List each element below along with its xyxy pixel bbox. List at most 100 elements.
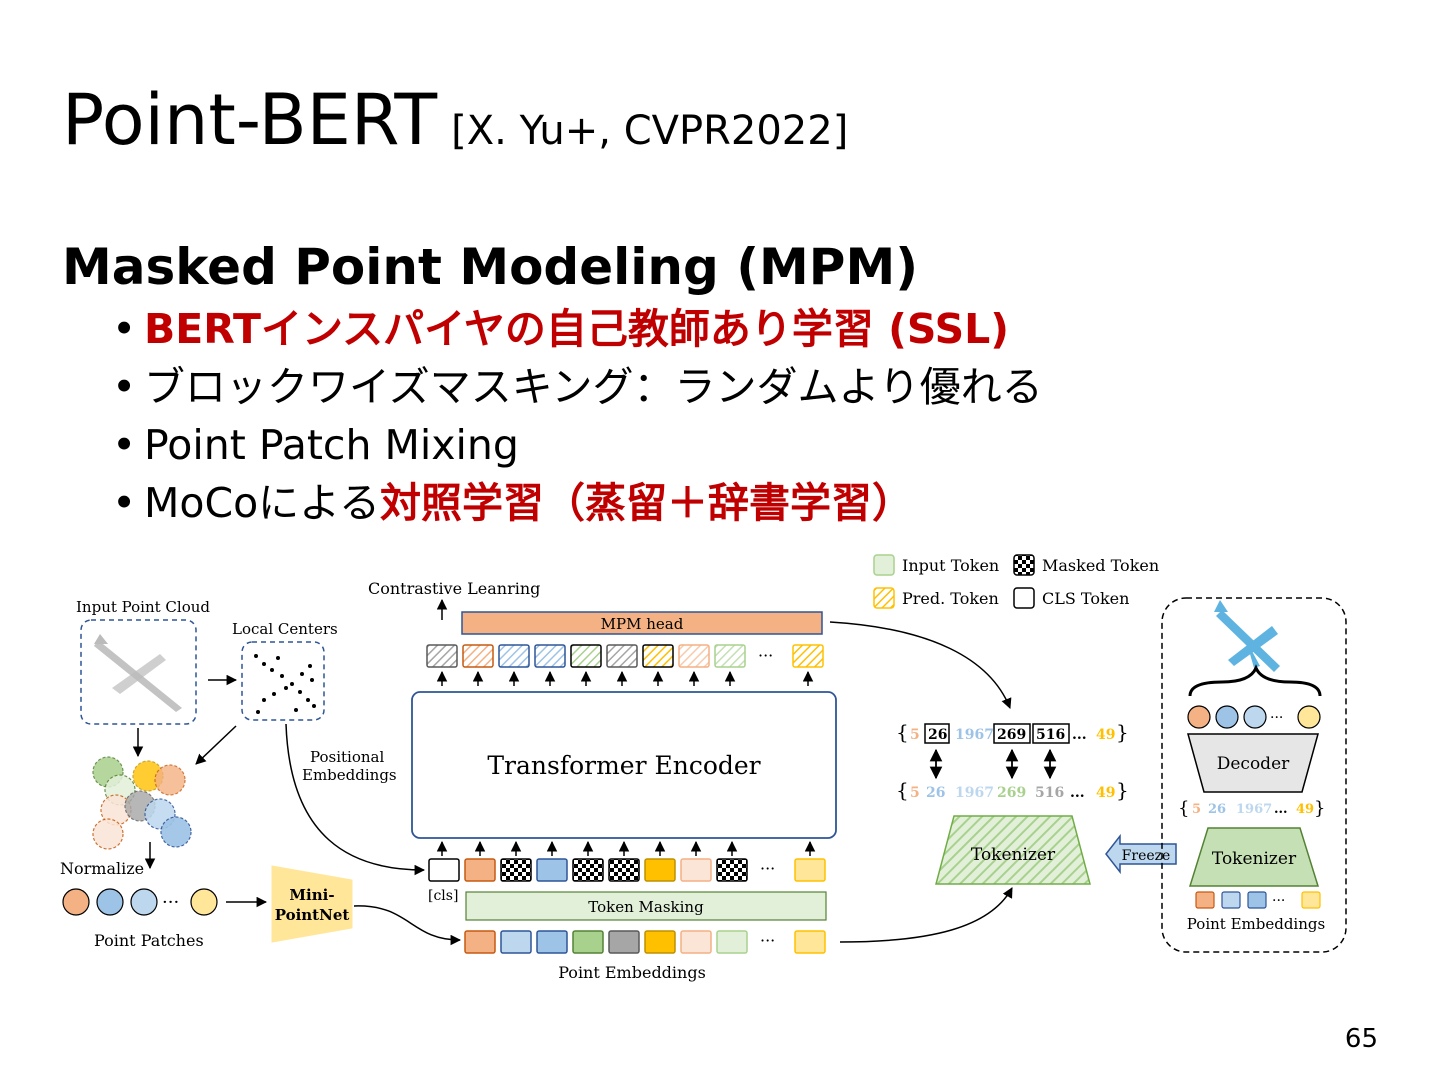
seq-bot-6: 49 (1096, 785, 1115, 801)
seq-top-5: ... (1072, 727, 1087, 743)
ellipsis-pred: ··· (758, 646, 773, 665)
ellipsis-patches: ··· (162, 892, 179, 913)
seq-right-1: 26 (1208, 802, 1226, 817)
cls-token (428, 858, 460, 882)
slide-title: Point-BERT [X. Yu+, CVPR2022] (62, 78, 848, 173)
legend-input-token: Input Token (902, 556, 999, 575)
svg-text:}: } (1116, 778, 1129, 802)
label-mini-pointnet-1: Mini- (289, 886, 334, 904)
seq-right-4: 49 (1296, 802, 1314, 817)
predicted-tokens: ··· (426, 644, 824, 668)
transformer-encoder (411, 691, 837, 839)
label-input-point-cloud: Input Point Cloud (76, 598, 210, 616)
seq-bot-4: 516 (1035, 785, 1064, 801)
freeze-arrow-icon (1105, 833, 1177, 875)
title-citation: [X. Yu+, CVPR2022] (451, 108, 849, 154)
seq-top-0: 5 (910, 727, 920, 743)
label-freeze: Freeze (1122, 848, 1171, 864)
label-point-embeddings: Point Embeddings (558, 963, 706, 982)
ellipsis-decoder: ··· (1270, 710, 1283, 726)
seq-right-0: 5 (1192, 802, 1201, 817)
label-positional-1: Positional (310, 748, 384, 766)
page-number: 65 (1344, 1024, 1378, 1054)
label-token-masking: Token Masking (588, 898, 704, 916)
input-point-cloud-box (80, 619, 197, 725)
bullet-text: ブロックワイズマスキング：ランダムより優れる (144, 363, 1043, 411)
title-text: Point-BERT (62, 79, 438, 161)
seq-top-1: 26 (928, 727, 947, 743)
seq-bot-1: 26 (926, 785, 945, 801)
label-mpm-head: MPM head (601, 615, 684, 633)
label-transformer-encoder: Transformer Encoder (487, 751, 760, 780)
bullet-item: Point Patch Mixing (112, 416, 1043, 474)
legend-pred-token: Pred. Token (902, 589, 999, 608)
label-positional-2: Embeddings (302, 766, 397, 784)
token-masking-bar (465, 891, 827, 921)
up-arrows-top (436, 670, 814, 686)
bullet-list: BERTインスパイヤの自己教師あり学習 (SSL) ブロックワイズマスキング：ラ… (112, 300, 1043, 532)
token-sequence-right: { 5 26 1967 ... 49 } (1178, 798, 1325, 819)
seq-right-2: 1967 (1236, 802, 1272, 817)
legend-cls-token: CLS Token (1042, 589, 1129, 608)
label-cls: [cls] (428, 888, 458, 904)
brace-icon (1188, 664, 1322, 697)
architecture-diagram: Input Token Masked Token Pred. Token CLS… (60, 554, 1347, 982)
svg-text:}: } (1314, 798, 1325, 819)
seq-top-6: 49 (1096, 727, 1115, 743)
input-tokens: ··· (428, 858, 826, 882)
bullet-text: BERTインスパイヤの自己教師あり学習 (SSL) (144, 305, 1009, 353)
label-decoder: Decoder (1217, 754, 1290, 774)
section-heading: Masked Point Modeling (MPM) (62, 238, 919, 296)
token-seq-links (929, 748, 1057, 780)
point-embeddings: ··· (464, 930, 826, 954)
bullet-emphasis: 対照学習（蒸留＋辞書学習） (379, 479, 913, 527)
ellipsis-input: ··· (760, 859, 775, 878)
seq-top-2: 1967 (955, 727, 994, 743)
local-centers-box (241, 641, 325, 721)
tokenizer-right-block (1188, 827, 1320, 887)
token-sequence-bottom: { 5 26 1967 269 516 ... 49 } (896, 778, 1129, 802)
token-sequence-top: { 5 26 1967 269 516 ... 49 } (896, 720, 1129, 744)
legend: Input Token Masked Token Pred. Token CLS… (873, 554, 1159, 609)
bullet-text: Point Patch Mixing (144, 421, 519, 469)
svg-text:{: { (1178, 798, 1189, 819)
seq-bot-5: ... (1070, 785, 1085, 801)
legend-masked-token: Masked Token (1042, 556, 1159, 575)
bullet-item: ブロックワイズマスキング：ランダムより優れる (112, 358, 1043, 416)
seq-right-3: ... (1274, 802, 1288, 817)
tokenizer-pretrain-panel (1161, 597, 1347, 953)
up-arrows-bottom (436, 840, 816, 856)
local-centers-points (254, 654, 316, 714)
airplane-pointcloud-icon (94, 634, 182, 712)
bullet-item: MoCoによる対照学習（蒸留＋辞書学習） (112, 474, 1043, 532)
mini-pointnet-block (271, 865, 353, 943)
label-local-centers: Local Centers (232, 620, 338, 638)
seq-bot-3: 269 (997, 785, 1026, 801)
bullet-text: MoCoによる (144, 479, 380, 527)
bullet-item: BERTインスパイヤの自己教師あり学習 (SSL) (112, 300, 1043, 358)
svg-text:}: } (1116, 720, 1129, 744)
ellipsis-embeddings: ··· (760, 931, 775, 950)
svg-text:{: { (896, 778, 909, 802)
point-embeddings-right: ··· (1195, 891, 1321, 909)
airplane-blue-icon (1214, 600, 1280, 672)
seq-top-3: 269 (997, 727, 1026, 743)
ellipsis-right-emb: ··· (1272, 893, 1285, 909)
label-mini-pointnet-2: PointNet (275, 906, 350, 924)
tokenizer-block (935, 815, 1091, 885)
mpm-head (461, 611, 823, 635)
seq-bot-2: 1967 (955, 785, 994, 801)
decoder-outputs: ··· (1187, 705, 1321, 729)
seq-top-4: 516 (1036, 727, 1065, 743)
label-contrastive-learning: Contrastive Leanring (368, 579, 540, 598)
grouped-patches (92, 756, 192, 850)
label-point-embeddings-right: Point Embeddings (1187, 915, 1325, 933)
label-normalize: Normalize (60, 859, 144, 878)
label-point-patches: Point Patches (94, 931, 204, 950)
decoder-block (1187, 733, 1319, 793)
point-patches: ··· (62, 888, 218, 916)
seq-bot-0: 5 (910, 785, 920, 801)
label-tokenizer-right: Tokenizer (1212, 849, 1297, 869)
svg-text:{: { (896, 720, 909, 744)
label-tokenizer: Tokenizer (971, 845, 1056, 865)
